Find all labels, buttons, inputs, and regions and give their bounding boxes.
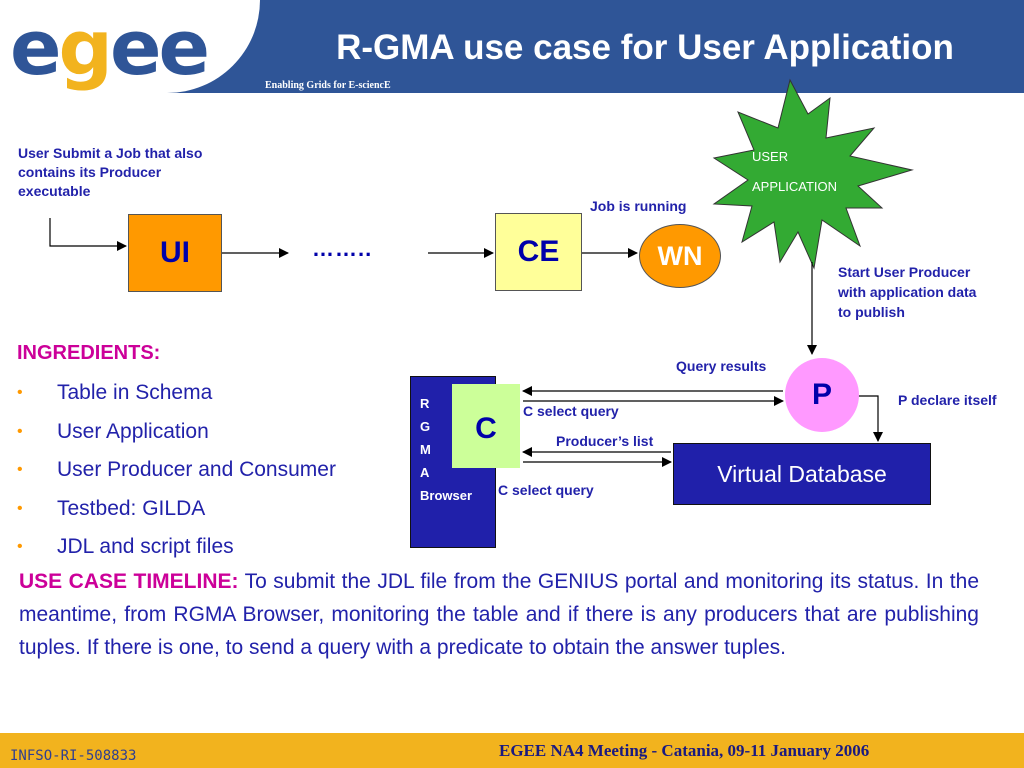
user-application-label: USER APPLICATION <box>752 142 837 202</box>
use-case-timeline: USE CASE TIMELINE: To submit the JDL fil… <box>19 565 979 664</box>
c-select-query-label-2: C select query <box>498 482 594 498</box>
slide-title: R-GMA use case for User Application <box>336 28 954 67</box>
user-application-line1: USER <box>752 149 789 164</box>
submit-note: User Submit a Job that also contains its… <box>18 145 203 199</box>
user-application-star <box>712 78 914 270</box>
list-item-text: User Producer and Consumer <box>57 458 336 481</box>
logo-panel <box>0 0 260 93</box>
logo-letter: e <box>10 3 62 92</box>
bullet-icon: • <box>17 384 23 401</box>
bullet-icon: • <box>17 461 23 478</box>
list-item-text: User Application <box>57 419 209 443</box>
list-item-text: Table in Schema <box>57 381 213 404</box>
list-item: • Table in Schema <box>17 374 336 413</box>
bullet-icon: • <box>17 422 23 440</box>
list-item: • User Producer and Consumer <box>17 451 336 490</box>
ce-node: CE <box>495 213 582 291</box>
user-application-line2: APPLICATION <box>752 179 838 194</box>
list-item: • User Application <box>17 413 336 452</box>
start-user-note: Start User Producer with application dat… <box>838 264 977 320</box>
bullet-icon: • <box>17 538 23 555</box>
rgma-letter: M <box>420 442 431 457</box>
footer-bar <box>0 733 1024 768</box>
ingredients-list: • Table in Schema • User Application • User… <box>17 374 336 567</box>
egee-logo: egee <box>10 3 211 92</box>
ingredients-title: INGREDIENTS: <box>17 342 161 364</box>
footer-project-id: INFSO-RI-508833 <box>10 748 137 764</box>
list-item-text: Testbed: GILDA <box>57 496 206 520</box>
rgma-browser-label: R G M A Browser <box>420 392 472 507</box>
ellipsis-dots: …….. <box>312 236 373 261</box>
c-select-query-label-1: C select query <box>523 403 619 419</box>
rgma-letter: R <box>420 396 430 411</box>
footer-meeting: EGEE NA4 Meeting - Catania, 09-11 Januar… <box>499 741 870 760</box>
wn-node: WN <box>639 224 721 288</box>
query-results-label: Query results <box>676 358 767 374</box>
producer-node: P <box>785 358 859 432</box>
p-declare-label: P declare itself <box>898 392 997 408</box>
tagline: Enabling Grids for E-sciencE <box>265 80 391 91</box>
bullet-icon: • <box>17 499 23 517</box>
list-item-text: JDL and script files <box>57 535 234 558</box>
submit-connector <box>49 218 127 251</box>
list-item: • Testbed: GILDA <box>17 490 336 529</box>
rgma-letter: A <box>420 465 430 480</box>
logo-letter: e <box>109 3 162 92</box>
logo-letter: e <box>158 3 211 92</box>
virtual-database-node: Virtual Database <box>673 443 931 505</box>
ui-node: UI <box>128 214 222 292</box>
rgma-letter: G <box>420 419 431 434</box>
logo-letter: g <box>58 3 113 92</box>
consumer-node: C <box>452 384 520 468</box>
timeline-text: To submit the JDL file from the GENIUS p… <box>19 570 979 659</box>
p-to-vdb-arrow <box>858 395 883 442</box>
producers-list-label: Producer’s list <box>556 433 654 449</box>
list-item: • JDL and script files <box>17 528 336 567</box>
rgma-browser-word: Browser <box>420 488 473 503</box>
job-running-label: Job is running <box>590 198 687 214</box>
timeline-label: USE CASE TIMELINE: <box>19 570 239 593</box>
